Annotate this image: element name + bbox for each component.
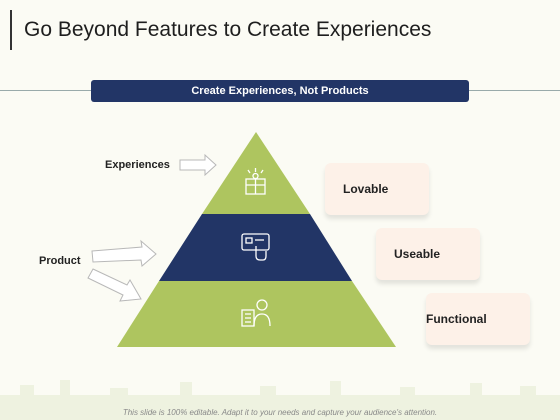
banner: Create Experiences, Not Products	[91, 80, 469, 102]
tablet-touch-icon	[241, 233, 270, 261]
product-arrow-lower	[87, 268, 142, 302]
card-lovable-label: Lovable	[343, 182, 389, 196]
gift-box-icon	[245, 168, 266, 195]
skyline-decoration	[0, 380, 560, 420]
card-useable: Useable	[376, 228, 480, 280]
footer-note: This slide is 100% editable. Adapt it to…	[122, 408, 438, 417]
product-label: Product	[39, 255, 81, 267]
person-blueprint-icon	[241, 299, 271, 327]
banner-label: Create Experiences, Not Products	[191, 85, 369, 97]
title-accent-bar	[10, 10, 12, 50]
product-arrow-upper	[91, 239, 157, 267]
page-title: Go Beyond Features to Create Experiences	[24, 18, 432, 41]
card-functional: Functional	[426, 293, 530, 345]
card-useable-label: Useable	[394, 247, 441, 261]
card-functional-label: Functional	[426, 312, 487, 326]
pyramid-tier-functional	[117, 281, 396, 347]
experiences-label: Experiences	[105, 159, 170, 171]
card-lovable: Lovable	[325, 163, 429, 215]
experiences-arrow	[179, 153, 217, 177]
